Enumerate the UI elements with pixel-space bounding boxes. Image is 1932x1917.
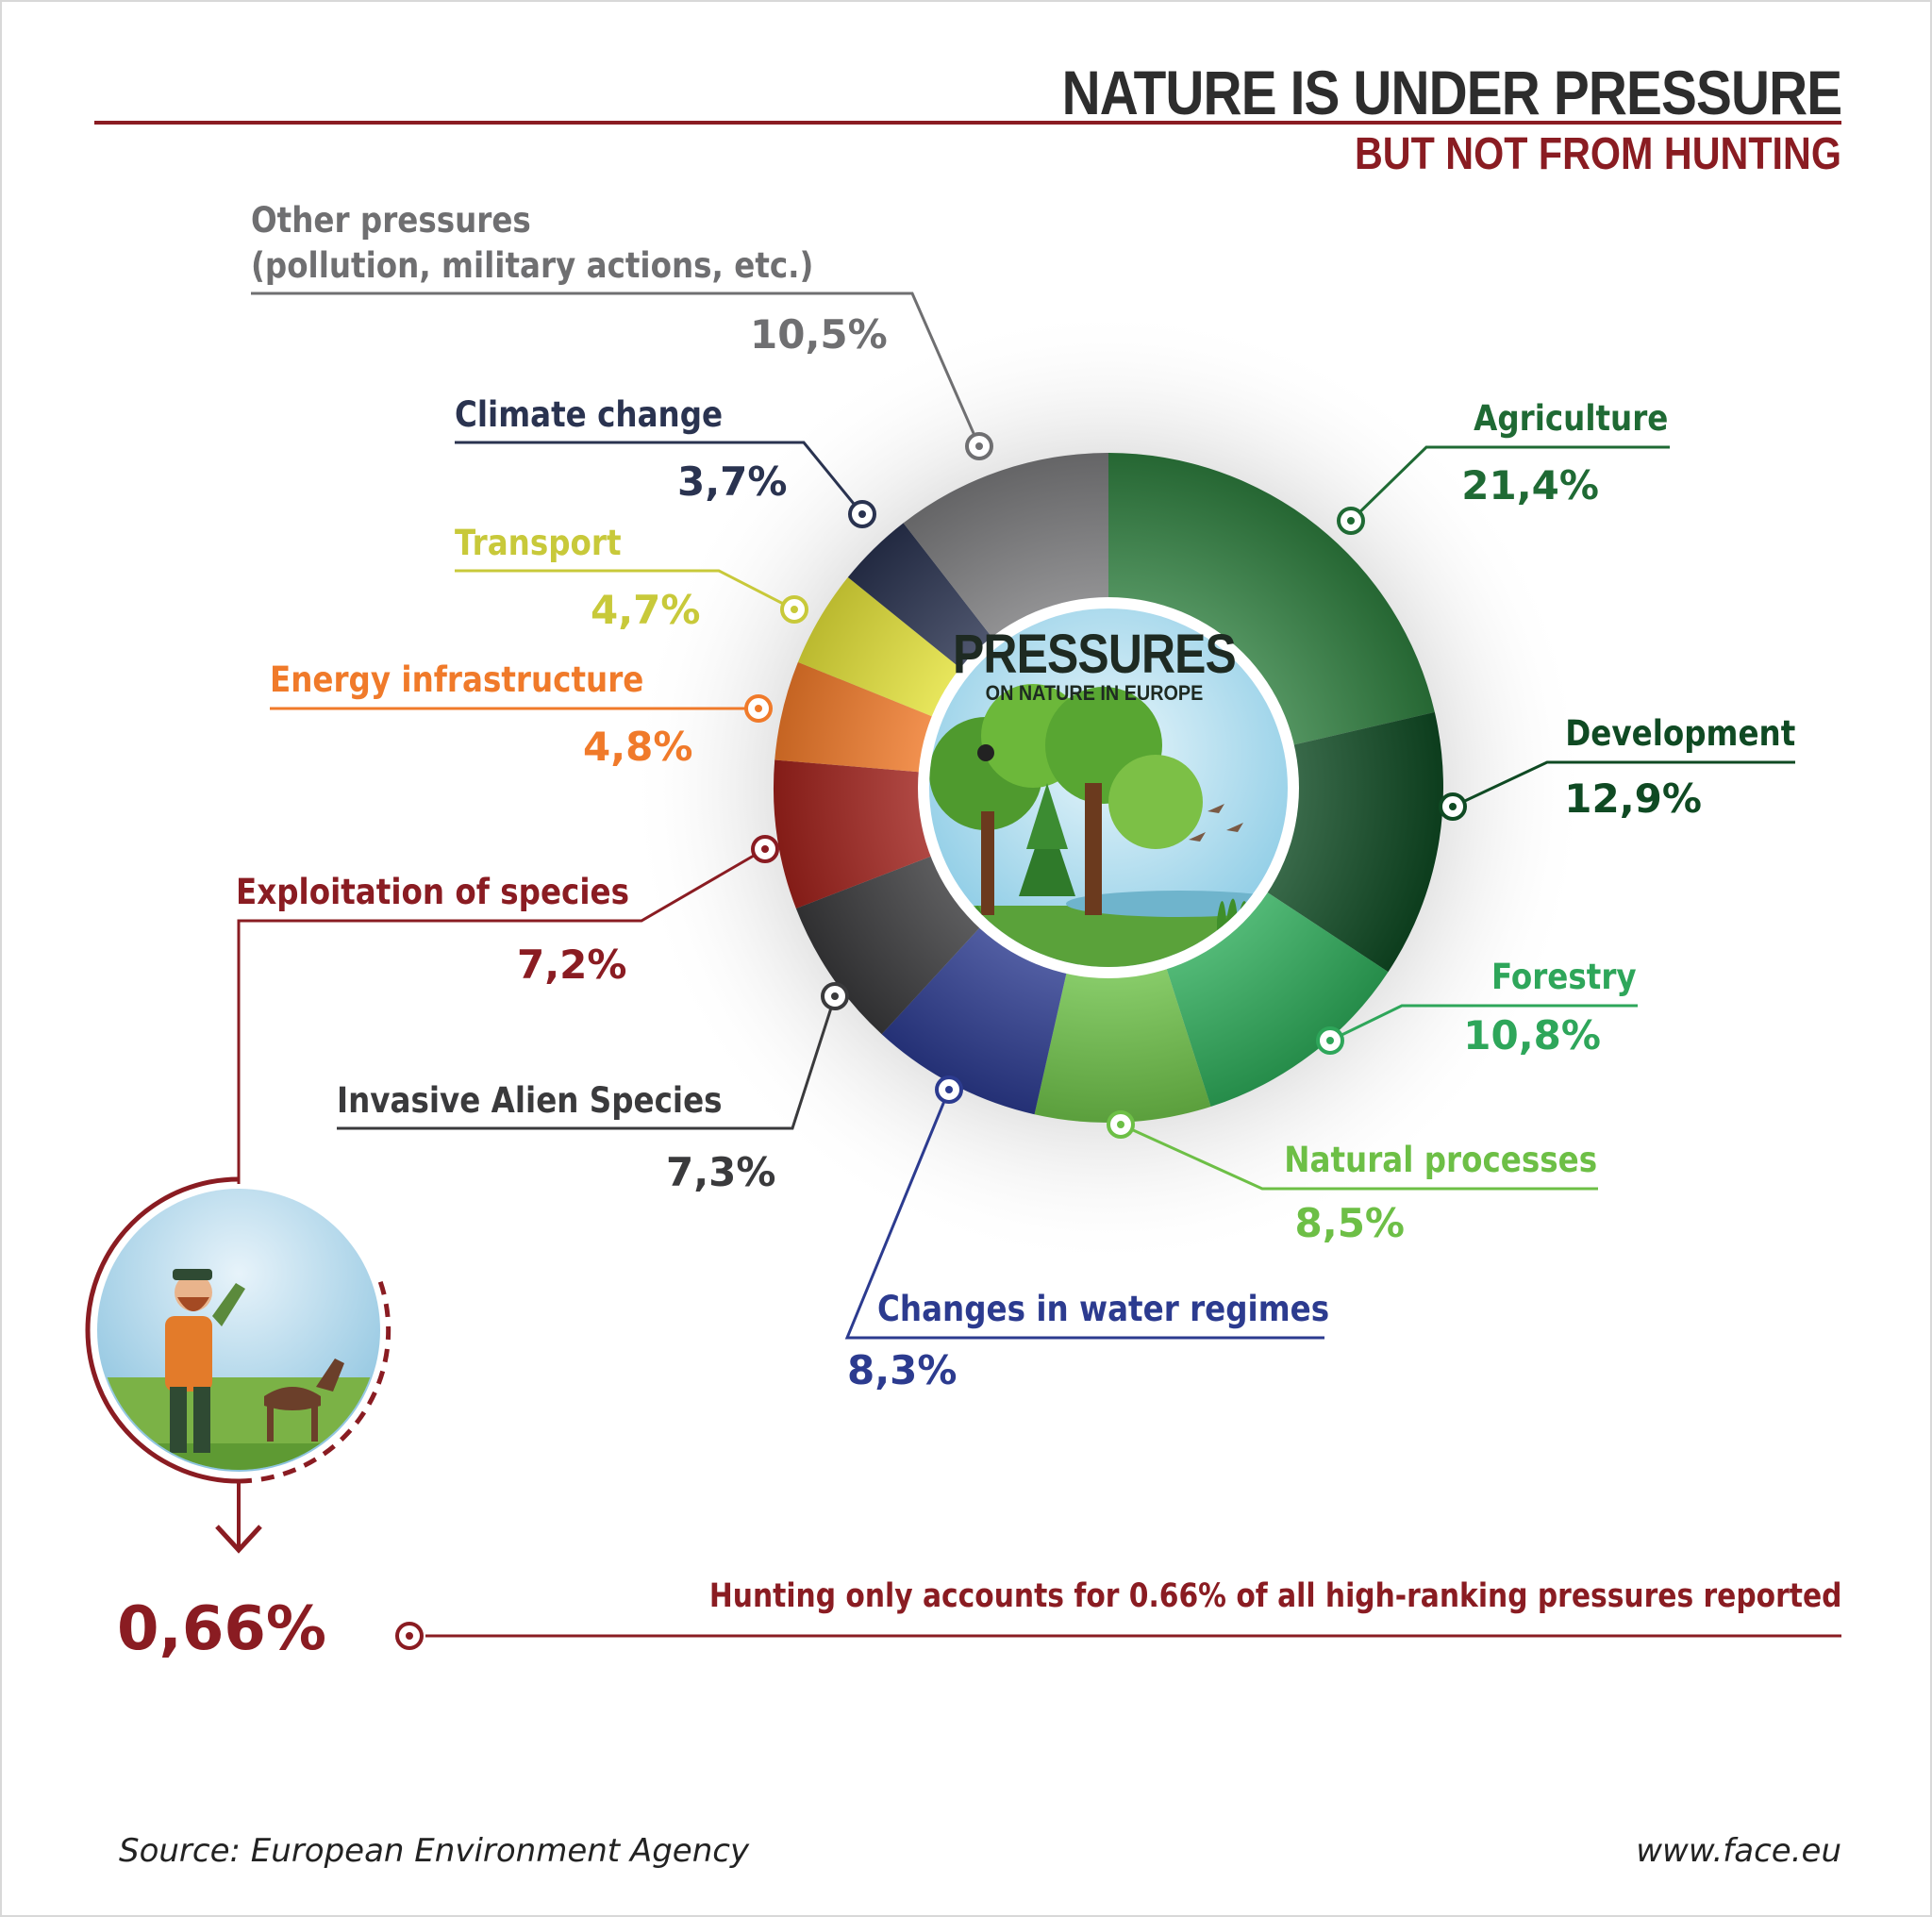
title-divider (94, 121, 1841, 125)
hunter-leg (193, 1387, 210, 1453)
dot-natural (1107, 1110, 1135, 1139)
label-exploitation: Exploitation of species (236, 872, 629, 912)
center-title: PRESSURES (953, 624, 1237, 685)
dot-energy (744, 694, 773, 723)
page-subtitle: BUT NOT FROM HUNTING (1355, 129, 1841, 179)
hunter-illustration (85, 1176, 391, 1554)
pct-water-regimes: 8,3% (847, 1347, 958, 1393)
label-invasive-species: Invasive Alien Species (337, 1080, 723, 1121)
dot-transport (780, 595, 808, 624)
label-other-pressures: Other pressures (251, 200, 531, 241)
leader-exploitation (237, 847, 766, 1184)
label-development: Development (1564, 713, 1795, 754)
leader-forestry (1329, 1004, 1638, 1042)
leader-lines (237, 292, 1841, 1638)
pine-tree (1026, 783, 1068, 849)
source-credit: Source: European Environment Agency (119, 1832, 750, 1870)
website-link: www.face.eu (1636, 1832, 1841, 1870)
dot-hunting (395, 1622, 424, 1650)
dot-development (1439, 792, 1467, 821)
hunter-vest (165, 1316, 212, 1392)
bird (977, 744, 994, 761)
dog-head (316, 1359, 344, 1392)
leader-dots (395, 432, 1467, 1650)
label-forestry: Forestry (1491, 957, 1637, 997)
pct-natural-processes: 8,5% (1294, 1200, 1405, 1246)
label-energy-infrastructure: Energy infrastructure (270, 659, 644, 700)
hunter-grass (99, 1443, 378, 1470)
label-water-regimes: Changes in water regimes (877, 1289, 1330, 1329)
dot-climate (848, 500, 876, 528)
dog-leg (311, 1404, 318, 1442)
tree-canopy (1108, 755, 1203, 849)
hunter-cap (173, 1269, 212, 1280)
flying-geese (1189, 804, 1243, 842)
center-illustration (918, 597, 1299, 978)
pct-climate-change: 3,7% (677, 458, 788, 505)
pct-transport: 4,7% (591, 587, 701, 633)
pct-energy-infrastructure: 4,8% (583, 724, 693, 770)
pct-exploitation: 7,2% (517, 942, 627, 988)
dot-water (935, 1075, 963, 1104)
hunting-note: Hunting only accounts for 0.66% of all h… (708, 1577, 1841, 1615)
center-subtitle: ON NATURE IN EUROPE (985, 681, 1204, 705)
leader-transport (455, 569, 795, 611)
dot-agriculture (1337, 507, 1365, 535)
leader-climate (455, 441, 864, 515)
tree-trunk (981, 811, 994, 915)
hunter-beard (177, 1297, 209, 1311)
dot-other (965, 432, 993, 460)
hunting-value: 0,66% (117, 1594, 327, 1664)
leader-invasive (337, 995, 837, 1130)
dog-leg (267, 1404, 274, 1442)
label-agriculture: Agriculture (1473, 398, 1668, 439)
pct-agriculture: 21,4% (1461, 462, 1599, 508)
hunter-arm (212, 1283, 245, 1326)
badge-ring-solid (85, 1176, 240, 1484)
dot-invasive (821, 982, 849, 1010)
leader-other (251, 292, 981, 447)
dot-exploitation (751, 835, 779, 863)
leader-agriculture (1349, 445, 1670, 523)
leader-natural (1120, 1123, 1598, 1191)
label-natural-processes: Natural processes (1284, 1140, 1597, 1180)
pine-tree (1019, 811, 1075, 896)
pct-forestry: 10,8% (1463, 1012, 1601, 1059)
dot-forestry (1316, 1026, 1344, 1055)
badge-ring-dashed (238, 1273, 391, 1484)
dog-body (264, 1387, 321, 1410)
tree-trunk (1085, 783, 1102, 915)
hunter-leg (170, 1387, 187, 1453)
label-transport: Transport (455, 523, 622, 563)
down-arrow-icon (215, 1525, 262, 1554)
leader-water (844, 1089, 1324, 1340)
leader-development (1452, 760, 1795, 808)
page-title: NATURE IS UNDER PRESSURE (1061, 58, 1842, 127)
label-climate-change: Climate change (455, 394, 724, 435)
pct-development: 12,9% (1564, 775, 1702, 822)
label-other-pressures-detail: (pollution, military actions, etc.) (251, 245, 814, 286)
pct-other-pressures: 10,5% (750, 311, 888, 358)
pct-invasive-species: 7,3% (666, 1149, 776, 1195)
